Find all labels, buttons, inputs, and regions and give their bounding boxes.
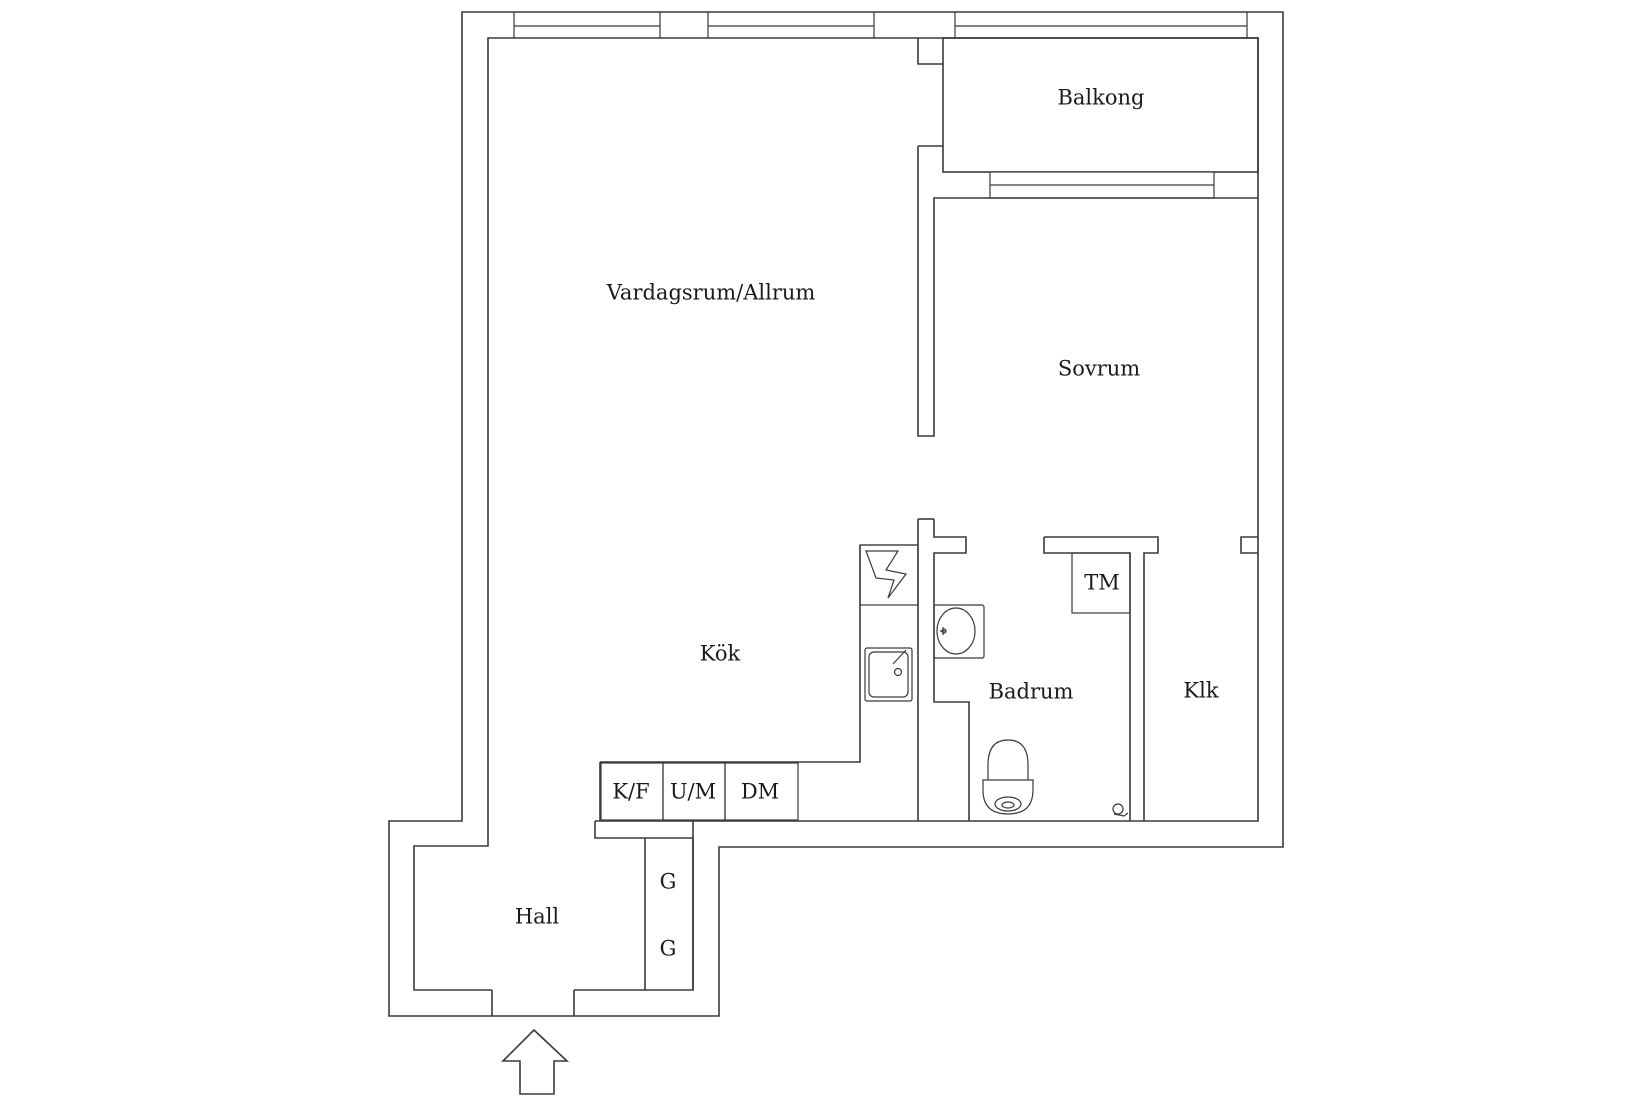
- room-label-kok: Kök: [700, 642, 741, 666]
- room-label-sovrum: Sovrum: [1058, 357, 1140, 381]
- fixture-label-kf: K/F: [612, 780, 649, 804]
- entrance-arrow-icon: [501, 1028, 570, 1095]
- fixture-label-um: U/M: [670, 780, 716, 804]
- floor-drain-icon: [1112, 803, 1129, 817]
- room-label-hall: Hall: [515, 905, 560, 929]
- windows: [513, 12, 1248, 38]
- fixture-label-g2: G: [660, 937, 677, 961]
- washbasin-icon: [933, 604, 985, 659]
- fixture-label-dm: DM: [741, 780, 779, 804]
- bathroom-fixtures: [933, 552, 1131, 817]
- stove-icon: [859, 544, 919, 606]
- room-label-badrum: Badrum: [989, 680, 1074, 704]
- appliance-row: [600, 762, 799, 821]
- washing-machine-box: [1071, 552, 1131, 614]
- balcony-area: [942, 37, 1259, 199]
- fixture-label-tm: TM: [1084, 571, 1120, 595]
- fixture-label-g1: G: [660, 870, 677, 894]
- kitchen-fixtures: [600, 544, 919, 821]
- room-label-balkong: Balkong: [1057, 86, 1144, 110]
- room-label-klk: Klk: [1183, 679, 1218, 703]
- outer-wall: [388, 11, 1284, 1017]
- toilet-icon: [982, 739, 1034, 815]
- room-label-vardagsrum: Vardagsrum/Allrum: [606, 281, 816, 305]
- sink-icon: [864, 647, 913, 702]
- internal-walls: [491, 38, 1258, 1017]
